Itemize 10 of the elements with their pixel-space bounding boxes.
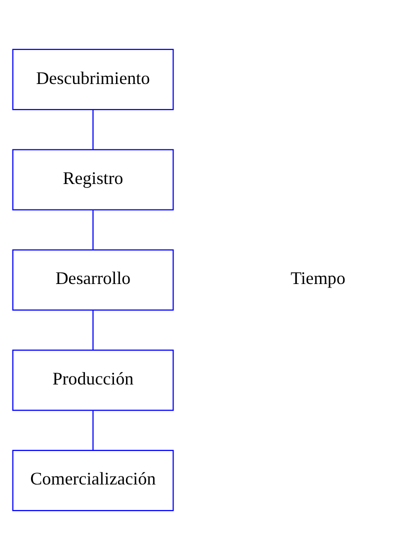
connector bbox=[92, 110, 94, 150]
node-box: Comercialización bbox=[12, 449, 174, 511]
connector bbox=[92, 210, 94, 250]
connector bbox=[92, 310, 94, 350]
node-box: Producción bbox=[12, 349, 174, 410]
connector bbox=[92, 410, 94, 450]
node-box: Registro bbox=[12, 148, 174, 210]
node-box: Desarrollo bbox=[12, 248, 174, 310]
node-box: Descubrimiento bbox=[12, 48, 174, 110]
label: Tiempo bbox=[290, 268, 346, 288]
